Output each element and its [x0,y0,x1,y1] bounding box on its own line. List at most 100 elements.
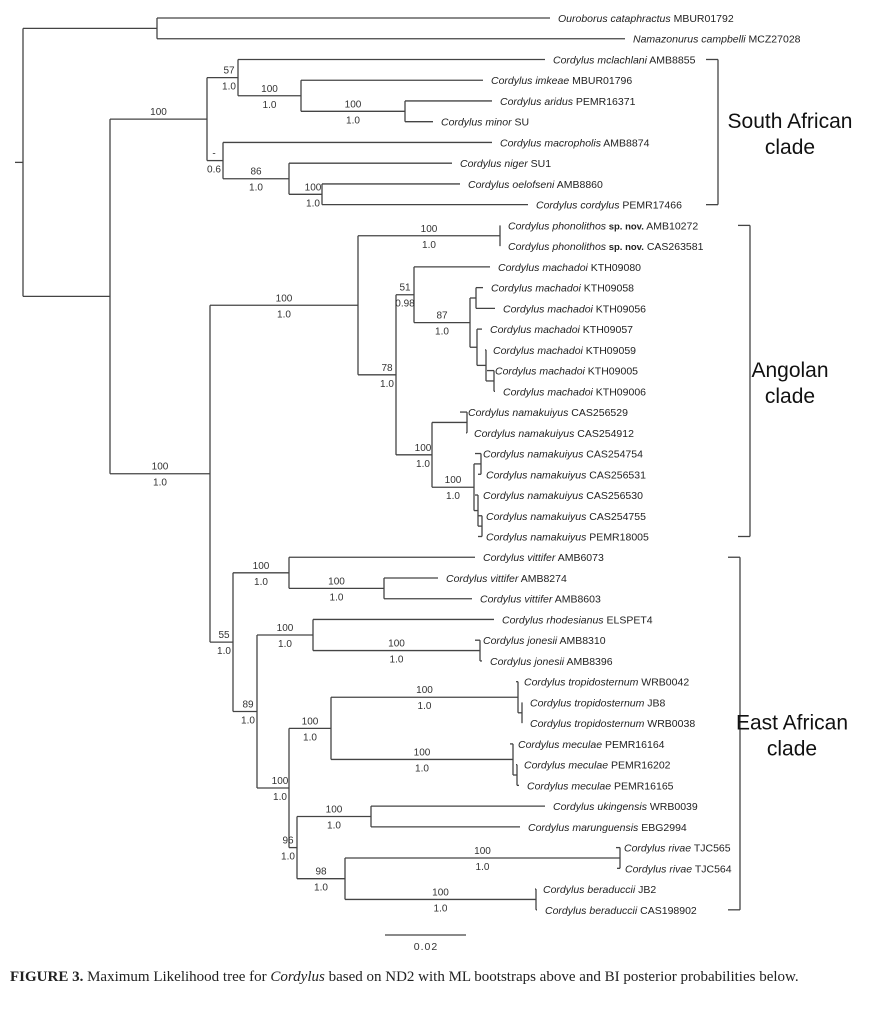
bi-posterior-value: 1.0 [153,478,167,489]
scale-bar: 0.02 [385,934,466,950]
leaf-label: Cordylus namakuiyus CAS256530 [483,490,643,502]
leaf-label: Cordylus machadoi KTH09006 [503,386,646,398]
leaf-label: Cordylus oelofseni AMB8860 [468,179,603,191]
leaf-label: Cordylus phonolithos sp. nov. AMB10272 [508,220,698,232]
leaf-label: Cordylus namakuiyus CAS254755 [486,511,646,523]
leaf-label: Cordylus rhodesianus ELSPET4 [502,614,653,626]
ml-bootstrap-value: 51 [399,283,411,294]
bi-posterior-value: 1.0 [435,327,449,338]
leaf-label: Cordylus imkeae MBUR01796 [491,75,632,87]
leaf-label: Cordylus mclachlani AMB8855 [553,54,696,66]
bi-posterior-value: 1.0 [217,646,231,657]
bi-posterior-value: 1.0 [278,639,292,650]
bi-posterior-value: 0.6 [207,165,221,176]
leaf-label: Cordylus vittifer AMB8603 [480,594,601,606]
bi-posterior-value: 1.0 [249,183,263,194]
bi-posterior-value: 1.0 [446,491,460,502]
leaf-label: Cordylus tropidosternum WRB0042 [524,677,689,689]
figure-number: FIGURE 3. [10,969,84,985]
ml-bootstrap-value: 100 [445,475,462,486]
support-values: 100 1.0 100 1.0 57 1.0 100 1.0 86 1.0 - 0.6 100 100 1.… [150,66,491,915]
caption-genus: Cordylus [270,969,325,985]
ml-bootstrap-value: 100 [414,747,431,758]
figure-caption: FIGURE 3. Maximum Likelihood tree for Co… [10,966,880,988]
bi-posterior-value: 1.0 [476,862,490,873]
leaf-label: Cordylus marunguensis EBG2994 [528,822,687,834]
leaf-label: Cordylus namakuiyus CAS256531 [486,469,646,481]
leaf-label: Cordylus meculae PEMR16165 [527,780,674,792]
leaf-label: Cordylus namakuiyus PEMR18005 [486,532,649,544]
caption-text-2: based on ND2 with ML bootstraps above an… [324,969,799,985]
leaf-label: Cordylus beraduccii JB2 [543,884,656,896]
leaf-label: Cordylus macropholis AMB8874 [500,137,650,149]
ml-bootstrap-value: 100 [302,716,319,727]
leaf-label: Cordylus aridus PEMR16371 [500,96,636,108]
leaf-label: Cordylus ukingensis WRB0039 [553,801,698,813]
ml-bootstrap-value: 100 [152,462,169,473]
bi-posterior-value: 1.0 [415,763,429,774]
leaf-label: Cordylus namakuiyus CAS254754 [483,449,643,461]
leaf-label: Cordylus tropidosternum WRB0038 [530,718,695,730]
leaf-label: Cordylus machadoi KTH09057 [490,324,633,336]
leaf-label: Cordylus namakuiyus CAS256529 [468,407,628,419]
bi-posterior-value: 1.0 [418,701,432,712]
leaf-label: Cordylus vittifer AMB8274 [446,573,567,585]
leaf-label: Cordylus jonesii AMB8396 [490,656,613,668]
bi-posterior-value: 1.0 [241,715,255,726]
leaf-label: Cordylus cordylus PEMR17466 [536,200,682,212]
leaf-label: Ouroborus cataphractus MBUR01792 [558,13,734,25]
bi-posterior-value: 1.0 [254,577,268,588]
leaf-label: Cordylus phonolithos sp. nov. CAS263581 [508,241,704,253]
leaf-label: Cordylus niger SU1 [460,158,551,170]
bi-posterior-value: 1.0 [327,820,341,831]
ml-bootstrap-value: 100 [388,639,405,650]
leaf-label: Cordylus minor SU [441,117,529,129]
leaf-label: Cordylus machadoi KTH09005 [495,366,638,378]
bi-posterior-value: 1.0 [434,903,448,914]
bi-posterior-value: 1.0 [380,379,394,390]
bi-posterior-value: 1.0 [306,198,320,209]
ml-bootstrap-value: 87 [436,311,448,322]
leaf-label: Cordylus rivae TJC564 [625,863,732,875]
bi-posterior-value: 1.0 [263,100,277,111]
bi-posterior-value: 1.0 [273,792,287,803]
ml-bootstrap-value: 100 [272,776,289,787]
ml-bootstrap-value: 86 [250,167,262,178]
bi-posterior-value: 1.0 [422,240,436,251]
phylogenetic-tree: Ouroborus cataphractus MBUR01792Namazonu… [15,13,853,950]
ml-bootstrap-value: 100 [432,887,449,898]
bi-posterior-value: 1.0 [314,883,328,894]
bi-posterior-value: 1.0 [346,115,360,126]
leaf-label: Cordylus vittifer AMB6073 [483,552,604,564]
ml-bootstrap-value: 100 [474,846,491,857]
leaf-label: Cordylus machadoi KTH09080 [498,262,641,274]
ml-bootstrap-value: 100 [416,685,433,696]
ml-bootstrap-value: 100 [261,84,278,95]
ml-bootstrap-value: - [212,149,215,160]
ml-bootstrap-value: 100 [415,443,432,454]
leaf-label: Cordylus meculae PEMR16164 [518,739,665,751]
ml-bootstrap-value: 100 [150,107,167,118]
ml-bootstrap-value: 100 [305,182,322,193]
ml-bootstrap-value: 100 [345,99,362,110]
ml-bootstrap-value: 98 [315,867,327,878]
leaf-label: Cordylus meculae PEMR16202 [524,760,671,772]
leaf-label: Namazonurus campbelli MCZ27028 [633,34,801,46]
leaf-label: Cordylus machadoi KTH09056 [503,303,646,315]
bi-posterior-value: 1.0 [416,459,430,470]
leaf-labels: Ouroborus cataphractus MBUR01792Namazonu… [441,13,801,917]
scale-bar-label: 0.02 [414,941,438,950]
leaf-label: Cordylus machadoi KTH09059 [493,345,636,357]
ml-bootstrap-value: 100 [421,224,438,235]
ml-bootstrap-value: 57 [223,66,235,77]
ml-bootstrap-value: 100 [253,561,270,572]
bi-posterior-value: 1.0 [281,852,295,863]
leaf-label: Cordylus namakuiyus CAS254912 [474,428,634,440]
leaf-label: Cordylus jonesii AMB8310 [483,635,606,647]
tree-branches [15,17,625,911]
bi-posterior-value: 1.0 [390,655,404,666]
